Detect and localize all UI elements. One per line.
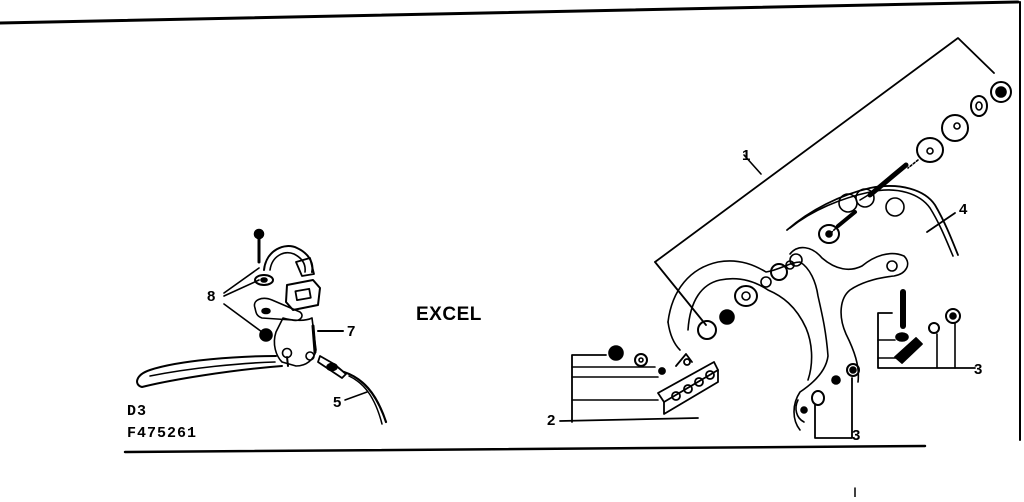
callout-4: 4 <box>959 201 968 218</box>
hex-nut-icon <box>991 82 1011 102</box>
pad-nut-icon <box>609 346 623 360</box>
bushing-icon <box>917 138 943 162</box>
small-washer-icon <box>929 323 939 333</box>
cup-washer-icon <box>942 115 968 141</box>
callout-7: 7 <box>347 323 356 340</box>
washer-icon <box>971 96 987 116</box>
brand-label-excel: EXCEL <box>416 304 482 325</box>
pivot-washer-icon <box>735 286 757 306</box>
code-line-1: D3 <box>127 403 148 420</box>
callout-1: 1 <box>742 147 751 164</box>
anchor-washer-icon <box>896 333 908 341</box>
caliper-brake-assembly <box>560 38 1011 438</box>
mount-nut-icon <box>720 310 734 324</box>
callout-3-adjuster: 3 <box>852 427 861 444</box>
callout-3-anchor: 3 <box>974 361 983 378</box>
anchor-block-icon <box>895 338 922 363</box>
clamp-screw-icon <box>255 230 264 263</box>
washer-icon <box>819 225 839 243</box>
acorn-nut-icon <box>698 321 716 339</box>
small-nut-icon <box>946 309 960 323</box>
callout-8: 8 <box>207 288 216 305</box>
pad-washer-icon <box>635 354 647 366</box>
callout-2: 2 <box>547 412 556 429</box>
lever-leader-lines <box>224 268 367 400</box>
adjuster-nut-icon <box>847 364 859 376</box>
callout-5: 5 <box>333 394 342 411</box>
code-line-2: F475261 <box>127 425 198 442</box>
brake-lever-assembly <box>137 230 386 425</box>
brake-shoe-icon <box>658 354 718 414</box>
